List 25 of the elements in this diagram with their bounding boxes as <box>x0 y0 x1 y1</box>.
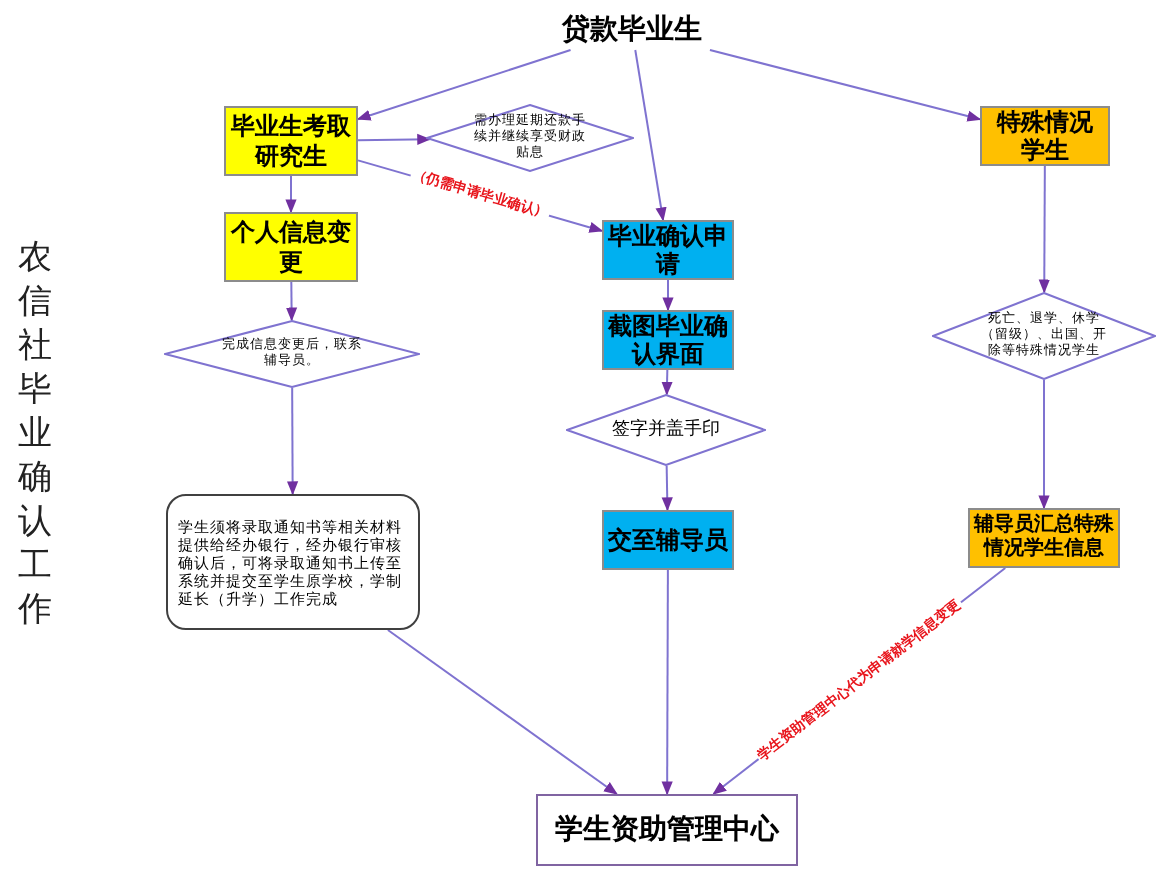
arrow <box>634 49 667 222</box>
arrow <box>661 369 673 396</box>
decision-diamond: 签字并盖手印 <box>566 394 766 466</box>
arrow <box>285 175 297 214</box>
process-box: 特殊情况学生 <box>980 106 1110 166</box>
arrow <box>386 629 618 795</box>
arrow <box>661 464 673 512</box>
terminal-box: 学生资助管理中心 <box>536 794 798 866</box>
arrow <box>1038 379 1050 510</box>
arrow <box>285 281 298 322</box>
process-box: 毕业生考取研究生 <box>224 106 358 176</box>
process-box: 个人信息变更 <box>224 212 358 282</box>
arrow <box>287 386 299 496</box>
process-box: 毕业确认申请 <box>602 220 734 280</box>
arrow <box>356 49 572 121</box>
process-box: 辅导员汇总特殊情况学生信息 <box>968 508 1120 568</box>
arrow <box>357 133 432 145</box>
arrow <box>708 49 982 122</box>
arrow <box>662 279 674 312</box>
process-box: 截图毕业确认界面 <box>602 310 734 370</box>
process-box: 交至辅导员 <box>602 510 734 570</box>
top-label: 贷款毕业生 <box>552 10 712 50</box>
arrow <box>661 569 673 796</box>
arrow <box>1038 165 1050 294</box>
side-title: 农信社毕业确认工作 <box>18 236 54 632</box>
